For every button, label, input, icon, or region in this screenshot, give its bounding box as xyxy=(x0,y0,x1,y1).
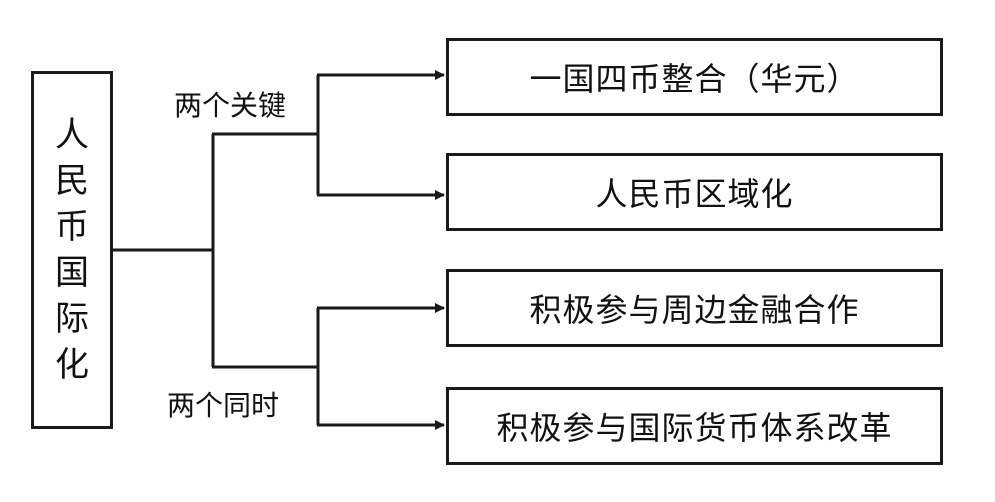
branch-label-two-keys: 两个关键 xyxy=(172,84,289,124)
leaf-node-label: 人民币区域化 xyxy=(595,175,794,213)
leaf-node-label: 积极参与国际货币体系改革 xyxy=(496,409,893,447)
root-label-char: 国 xyxy=(55,253,89,293)
leaf-node-box: 积极参与国际货币体系改革 xyxy=(446,387,943,465)
root-label-char: 际 xyxy=(55,299,89,339)
root-label-char: 民 xyxy=(55,161,89,201)
leaf-node-label: 一国四币整合（华元） xyxy=(529,60,860,98)
branch-label-two-simultaneous: 两个同时 xyxy=(165,384,282,424)
root-label-char: 人 xyxy=(55,115,89,155)
leaf-node-box: 积极参与周边金融合作 xyxy=(446,269,943,347)
leaf-node-box: 一国四币整合（华元） xyxy=(446,38,943,116)
root-label-char: 化 xyxy=(55,345,89,385)
leaf-node-label: 积极参与周边金融合作 xyxy=(529,291,860,329)
leaf-node-box: 人民币区域化 xyxy=(446,153,943,231)
root-label-char: 币 xyxy=(55,207,89,247)
root-node-box: 人 民 币 国 际 化 xyxy=(31,71,113,429)
